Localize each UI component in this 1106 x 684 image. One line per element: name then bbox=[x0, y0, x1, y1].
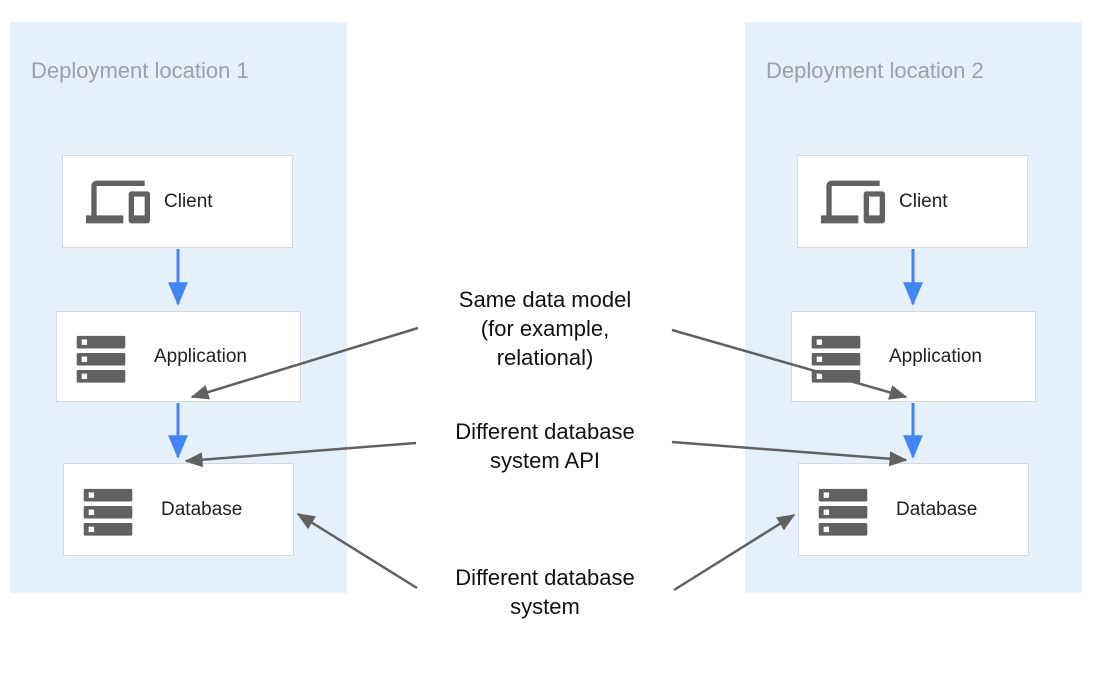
server-stack-icon bbox=[809, 330, 863, 384]
box-label: Application bbox=[889, 345, 982, 367]
database-box: Database bbox=[798, 463, 1029, 556]
devices-icon bbox=[86, 170, 150, 234]
deployment-panel-1: Deployment location 1 Client bbox=[10, 22, 347, 593]
application-box: Application bbox=[791, 311, 1036, 402]
devices-icon bbox=[821, 170, 885, 234]
box-label: Database bbox=[896, 498, 978, 520]
box-label: Database bbox=[161, 498, 243, 520]
deployment-panel-2: Deployment location 2 Client bbox=[745, 22, 1082, 593]
server-stack-icon bbox=[81, 483, 135, 537]
panel-title: Deployment location 1 bbox=[31, 58, 249, 83]
annotation-different-db-system: Different database system bbox=[455, 565, 635, 619]
server-stack-icon bbox=[74, 330, 128, 384]
server-stack-icon bbox=[816, 483, 870, 537]
client-box: Client bbox=[797, 155, 1028, 248]
box-label: Client bbox=[164, 190, 213, 212]
database-box: Database bbox=[63, 463, 294, 556]
annotation-different-db-api: Different database system API bbox=[455, 419, 635, 473]
client-box: Client bbox=[62, 155, 293, 248]
box-label: Application bbox=[154, 345, 247, 367]
box-label: Client bbox=[899, 190, 948, 212]
panel-title: Deployment location 2 bbox=[766, 58, 984, 83]
application-box: Application bbox=[56, 311, 301, 402]
annotation-same-data-model: Same data model (for example, relational… bbox=[458, 287, 632, 370]
